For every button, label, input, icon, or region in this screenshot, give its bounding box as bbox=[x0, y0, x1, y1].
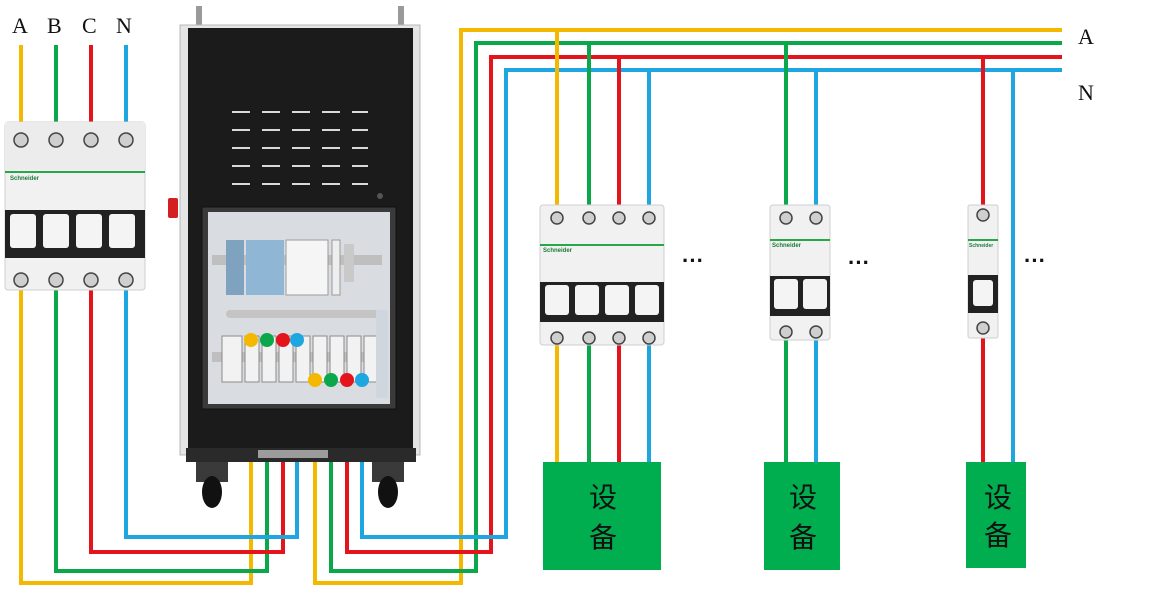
device-1-line1: 设 bbox=[589, 481, 617, 514]
wire-c-cabinet-to-bus bbox=[345, 55, 1062, 554]
branch-breaker-4p: Schneider bbox=[539, 204, 665, 346]
branch-breaker-3-brand: Schneider bbox=[969, 243, 993, 249]
device-1-line2: 备 bbox=[589, 521, 617, 554]
device-3-line2: 备 bbox=[984, 519, 1012, 552]
upper-modules bbox=[226, 239, 354, 296]
ellipsis-2: ··· bbox=[848, 250, 870, 275]
device-3-line1: 设 bbox=[984, 481, 1012, 514]
phase-label-c: C bbox=[82, 13, 97, 38]
ellipsis-1: ··· bbox=[682, 248, 704, 273]
caster-wheels bbox=[196, 462, 404, 508]
bus-label-n: N bbox=[1078, 80, 1094, 105]
device-2-line1: 设 bbox=[789, 481, 817, 514]
phase-label-a: A bbox=[12, 13, 28, 38]
vent-grille bbox=[232, 111, 368, 185]
terminal-blocks bbox=[221, 335, 379, 383]
wire-a-cabinet-to-bus bbox=[313, 28, 1062, 585]
main-breaker-brand: Schneider bbox=[10, 176, 40, 182]
wire-n-cabinet-to-bus bbox=[360, 68, 1062, 539]
main-breaker-4p: Schneider bbox=[4, 121, 146, 291]
device-2-line2: 备 bbox=[789, 521, 817, 554]
wire-b-cabinet-to-bus bbox=[329, 41, 1062, 573]
bus-label-a: A bbox=[1078, 24, 1094, 49]
wires bbox=[19, 28, 1062, 585]
branch-breaker-2-brand: Schneider bbox=[772, 243, 802, 249]
branch-breaker-1-brand: Schneider bbox=[543, 248, 573, 254]
device-box-3: 设 备 bbox=[966, 462, 1026, 568]
cabinet-output-terminals bbox=[308, 373, 369, 387]
ellipsis-3: ··· bbox=[1024, 248, 1046, 273]
device-box-2: 设 备 bbox=[764, 462, 840, 570]
phase-label-n: N bbox=[116, 13, 132, 38]
device-box-1: 设 备 bbox=[543, 462, 661, 570]
power-cabinet bbox=[168, 6, 421, 508]
phase-labels-left: A B C N bbox=[12, 13, 132, 38]
branch-breaker-1p: Schneider bbox=[967, 204, 999, 339]
branch-breaker-2p: Schneider bbox=[769, 204, 831, 341]
phase-label-b: B bbox=[47, 13, 62, 38]
cabinet-input-terminals bbox=[244, 333, 304, 347]
